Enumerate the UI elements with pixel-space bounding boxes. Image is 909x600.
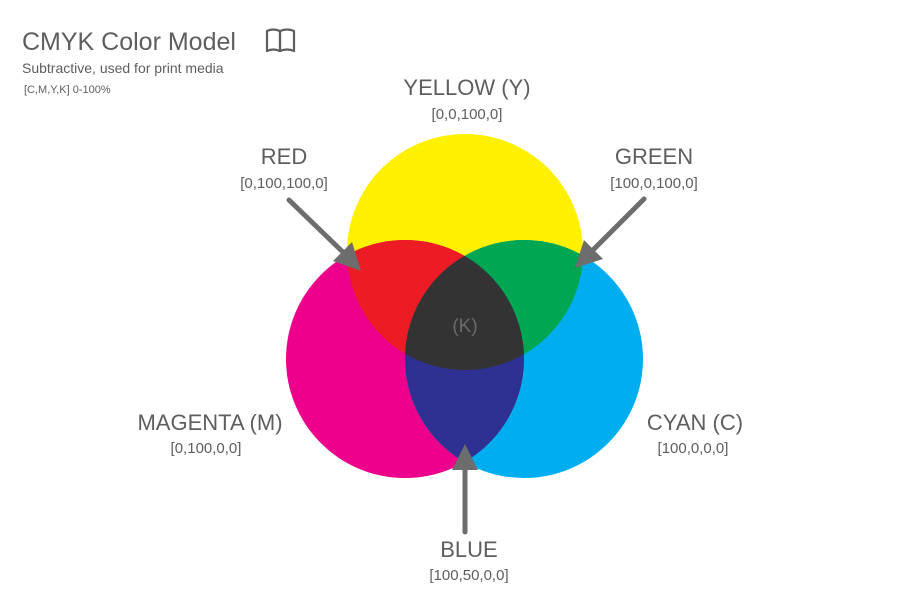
diagram-subtitle: Subtractive, used for print media bbox=[22, 60, 224, 76]
open-book-icon bbox=[265, 28, 296, 53]
blue-label: BLUE bbox=[440, 537, 497, 562]
diagram-title: CMYK Color Model bbox=[22, 28, 236, 56]
green-code: [100,0,100,0] bbox=[610, 175, 698, 192]
blue-code: [100,50,0,0] bbox=[429, 567, 508, 584]
red-label: RED bbox=[261, 144, 307, 169]
red-code: [0,100,100,0] bbox=[240, 175, 328, 192]
key-label: (K) bbox=[452, 316, 477, 337]
cyan-label: CYAN (C) bbox=[647, 410, 743, 435]
magenta-label: MAGENTA (M) bbox=[137, 410, 282, 435]
red-arrow bbox=[286, 197, 361, 271]
yellow-code: [0,0,100,0] bbox=[432, 106, 503, 123]
yellow-label: YELLOW (Y) bbox=[403, 75, 530, 100]
blue-arrow bbox=[452, 444, 478, 535]
green-label: GREEN bbox=[615, 144, 693, 169]
value-range-note: [C,M,Y,K] 0-100% bbox=[24, 84, 111, 96]
magenta-code: [0,100,0,0] bbox=[171, 440, 242, 457]
green-arrow bbox=[575, 196, 647, 268]
key-black-overlap bbox=[405, 240, 524, 370]
cyan-code: [100,0,0,0] bbox=[658, 440, 729, 457]
